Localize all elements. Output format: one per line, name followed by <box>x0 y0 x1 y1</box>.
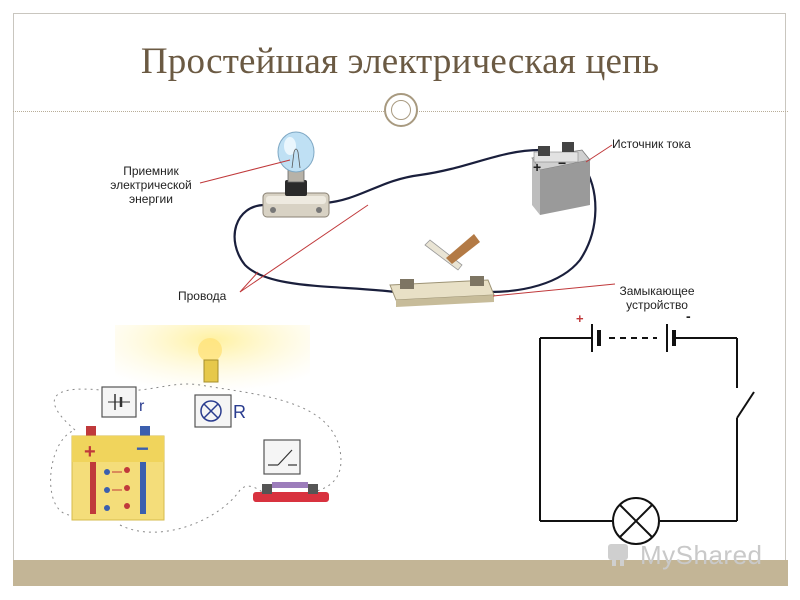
pointer-switch <box>492 283 616 297</box>
label-source: Источник тока <box>612 137 691 151</box>
battery-plus-label: + <box>84 441 96 463</box>
pointer-source <box>585 144 613 163</box>
svg-text:−: − <box>558 155 566 171</box>
footer-bar <box>13 560 788 586</box>
pointer-receiver <box>199 159 291 184</box>
resistance-R-label: R <box>233 402 246 422</box>
label-switch-device: Замыкающее устройство <box>619 284 695 312</box>
schematic-minus-sign: - <box>686 308 691 324</box>
knife-switch-image <box>389 234 495 307</box>
label-receiver: Приемник электрической энергии <box>110 164 192 206</box>
pointer-wires-1 <box>239 271 259 293</box>
svg-text:+: + <box>533 159 541 175</box>
pointer-wires-2 <box>239 204 369 293</box>
electron-flow-illustration: R r + − <box>50 325 342 533</box>
lamp-receiver-image <box>262 131 330 218</box>
page-title: Простейшая электрическая цепь <box>140 41 660 82</box>
myshared-logo-icon <box>608 544 628 566</box>
divider-ring-ornament <box>384 93 418 127</box>
battery-minus-label: − <box>136 436 149 461</box>
wire-lamp-to-switch <box>233 203 396 294</box>
schematic-plus-sign: + <box>576 311 584 326</box>
battery-source-image: + − <box>531 142 591 215</box>
label-wires: Провода <box>178 289 227 303</box>
wire-battery-to-switch <box>489 164 597 294</box>
circuit-schematic <box>539 324 755 545</box>
watermark-text: MyShared <box>640 540 763 570</box>
internal-resistance-r-label: r <box>139 398 145 415</box>
wire-lamp-to-battery <box>324 148 541 205</box>
